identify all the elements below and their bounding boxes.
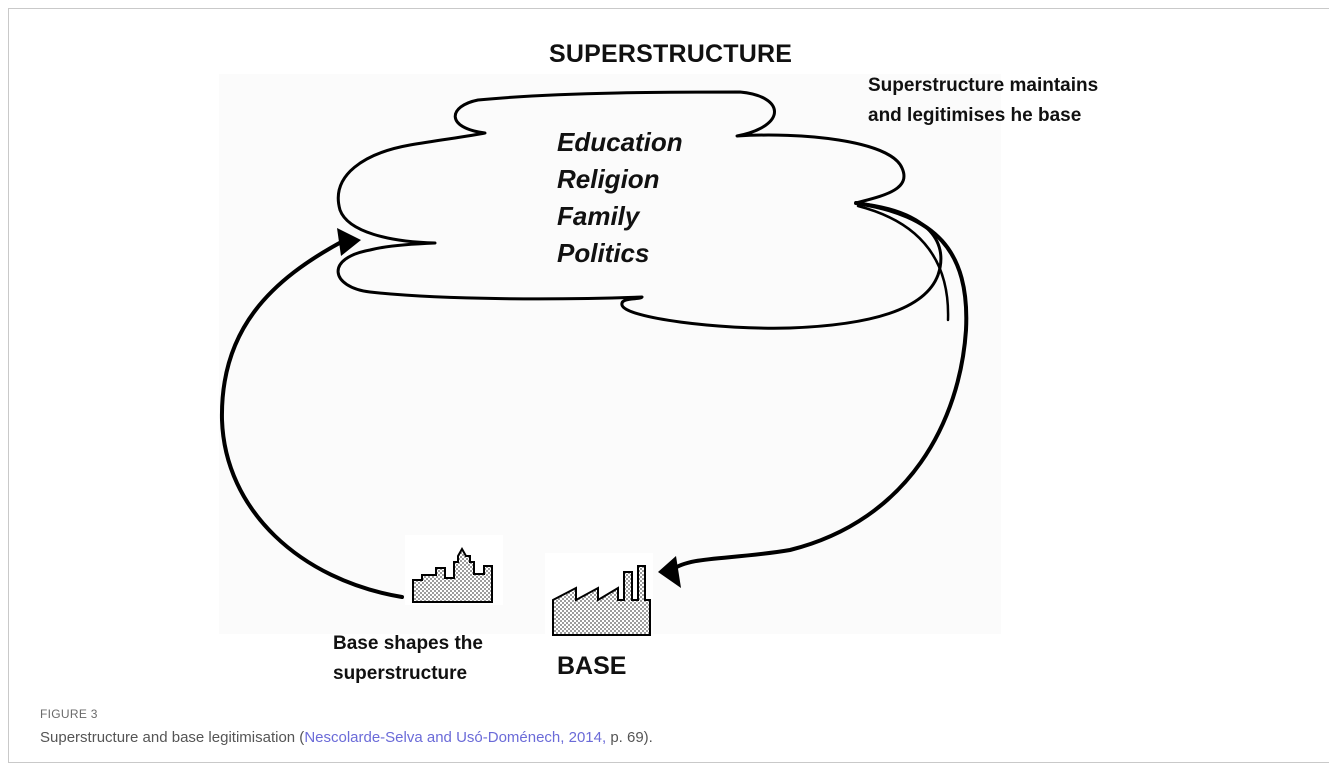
institution-item: Religion bbox=[557, 164, 660, 194]
base-note: Base shapes the superstructure bbox=[333, 629, 483, 689]
caption-page: p. 69). bbox=[606, 729, 653, 746]
figure-label: FIGURE 3 bbox=[40, 707, 98, 721]
superstructure-title: SUPERSTRUCTURE bbox=[549, 40, 793, 68]
factory-icon bbox=[545, 553, 653, 637]
diagram-panel bbox=[219, 74, 1001, 634]
city-buildings-icon bbox=[405, 535, 503, 605]
arrow-head-up-icon bbox=[337, 228, 361, 256]
caption-text: Superstructure and base legitimisation ( bbox=[40, 729, 305, 746]
institution-item: Family bbox=[557, 201, 640, 231]
superstructure-note: Superstructure maintains and legitimises… bbox=[868, 71, 1098, 131]
citation-link[interactable]: Nescolarde-Selva and Usó-Doménech, 2014, bbox=[304, 729, 607, 746]
cloud-icon bbox=[336, 90, 943, 330]
arrow-head-down-icon bbox=[658, 556, 681, 588]
arrow-superstructure-to-base bbox=[670, 201, 969, 572]
note-line: superstructure bbox=[333, 663, 468, 684]
arrow-inner-stroke bbox=[856, 204, 950, 322]
base-label: BASE bbox=[557, 652, 627, 680]
institution-item: Politics bbox=[557, 238, 650, 268]
institution-item: Education bbox=[557, 127, 683, 157]
note-line: Superstructure maintains bbox=[868, 75, 1099, 96]
institutions-list: Education Religion Family Politics bbox=[557, 124, 683, 272]
note-line: Base shapes the bbox=[333, 633, 483, 654]
figure-caption: Superstructure and base legitimisation (… bbox=[40, 729, 653, 746]
arrow-base-to-superstructure bbox=[219, 238, 404, 599]
note-line: and legitimises he base bbox=[868, 105, 1082, 126]
figure-frame bbox=[8, 8, 1329, 763]
